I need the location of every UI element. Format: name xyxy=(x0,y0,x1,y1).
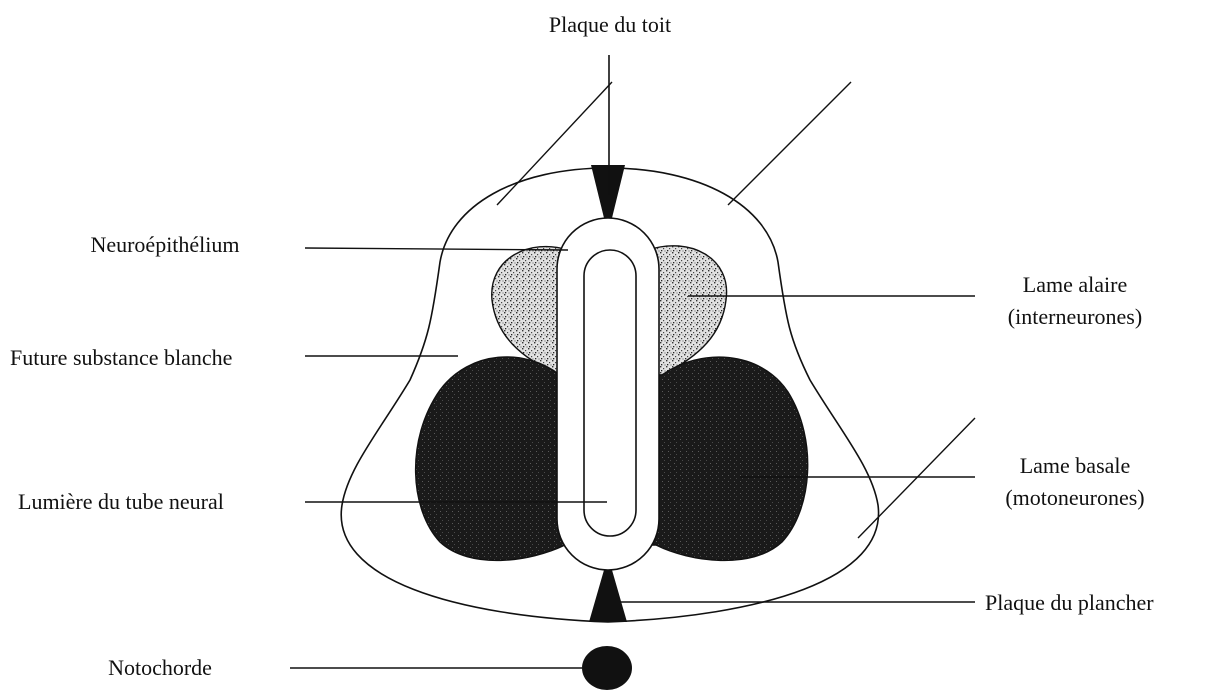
neural-tube-lumen xyxy=(584,250,636,536)
floor-plate-label: Plaque du plancher xyxy=(985,590,1154,615)
right-diagonal-line xyxy=(728,82,851,205)
left-diagonal-line xyxy=(497,82,612,205)
alar-plate-label-line1: Lame alaire xyxy=(1023,272,1127,297)
lower-right-diagonal-line xyxy=(858,418,975,538)
white-matter-label: Future substance blanche xyxy=(10,345,232,370)
notochord-circle xyxy=(582,646,632,690)
basal-plate-label-line1: Lame basale xyxy=(1020,453,1131,478)
alar-plate-label-line2: (interneurones) xyxy=(1008,304,1142,329)
notochord-label: Notochorde xyxy=(108,655,212,680)
lumen-label: Lumière du tube neural xyxy=(18,489,224,514)
roof-plate-label: Plaque du toit xyxy=(549,12,671,37)
roof-plate-wedge xyxy=(591,165,625,218)
left-basal-plate xyxy=(416,357,568,560)
neuroepithelium-label: Neuroépithélium xyxy=(90,232,239,257)
floor-plate-wedge xyxy=(589,570,627,622)
basal-plate-label-line2: (motoneurones) xyxy=(1005,485,1144,510)
right-basal-plate xyxy=(648,357,808,560)
